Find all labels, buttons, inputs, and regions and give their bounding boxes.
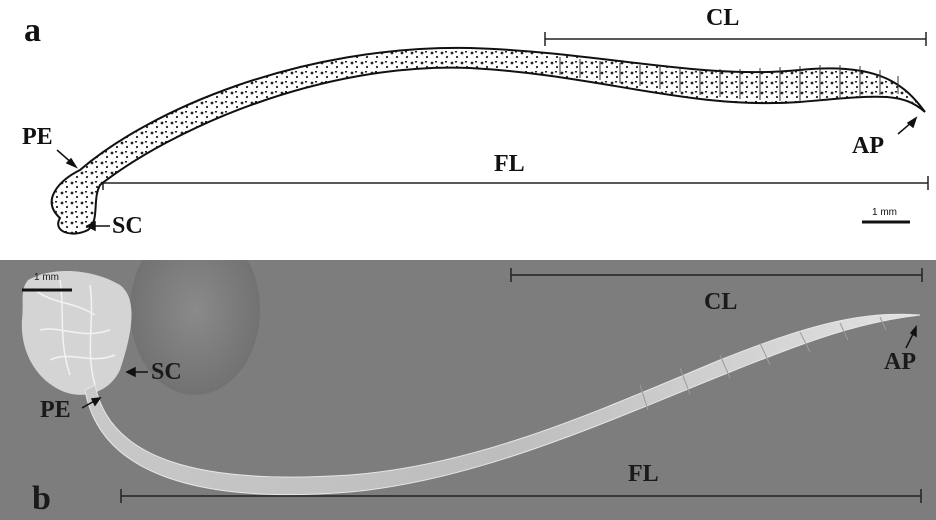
scale-bar-b-label: 1 mm bbox=[34, 273, 59, 283]
ap-label-b: AP bbox=[884, 350, 916, 374]
background-sphere bbox=[130, 260, 260, 395]
cl-measure-line bbox=[545, 32, 926, 46]
panel-b-letter: b bbox=[32, 482, 51, 516]
cl-measure-line-b bbox=[511, 268, 922, 282]
sc-arrow-b bbox=[127, 368, 148, 376]
sc-label: SC bbox=[112, 214, 143, 238]
cl-label: CL bbox=[706, 6, 739, 30]
ap-label: AP bbox=[852, 134, 884, 158]
pe-arrow bbox=[57, 150, 76, 167]
fl-label: FL bbox=[494, 152, 525, 176]
pe-label: PE bbox=[22, 125, 53, 149]
panel-b: 1 mm CL FL SC PE AP b bbox=[0, 260, 936, 520]
cl-label-b: CL bbox=[704, 290, 737, 314]
scale-bar-a-label: 1 mm bbox=[872, 208, 897, 218]
panel-a: a CL FL PE SC AP 1 mm bbox=[0, 0, 936, 260]
fl-label-b: FL bbox=[628, 462, 659, 486]
ap-arrow bbox=[898, 118, 916, 134]
ap-arrow-b bbox=[906, 327, 916, 348]
sc-label-b: SC bbox=[151, 360, 182, 384]
fl-measure-line bbox=[103, 176, 928, 190]
panel-b-micrograph bbox=[0, 260, 936, 520]
filament-drawing bbox=[52, 48, 925, 234]
pe-label-b: PE bbox=[40, 398, 71, 422]
panel-a-letter: a bbox=[24, 14, 41, 48]
